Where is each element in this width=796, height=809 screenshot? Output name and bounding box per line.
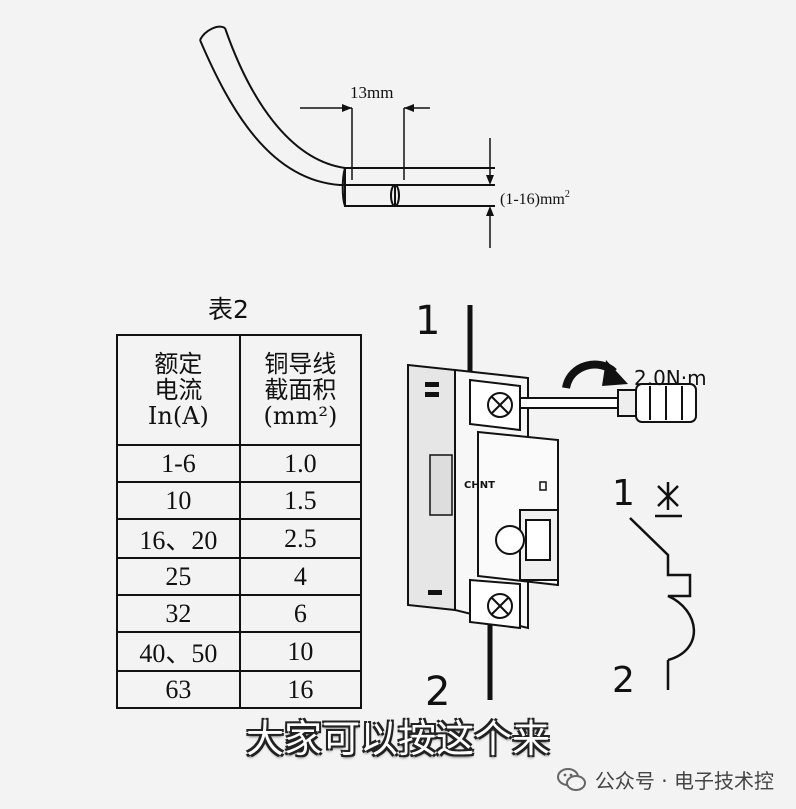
cell-current: 1-6 <box>116 444 241 483</box>
table-title: 表2 <box>208 295 249 324</box>
table-header-row: 额定 电流 In(A) 铜导线 截面积 (mm²) <box>116 334 363 446</box>
cell-section: 16 <box>238 670 363 709</box>
watermark: 公众号 · 电子技术控 <box>556 765 774 794</box>
cell-current: 63 <box>116 670 241 709</box>
conductor-size-table: 额定 电流 In(A) 铜导线 截面积 (mm²) 1-6 1.0 10 1.5… <box>116 334 363 709</box>
cell-current: 25 <box>116 557 241 596</box>
cell-current: 16、20 <box>116 518 241 559</box>
table-row: 25 4 <box>116 557 363 596</box>
wire-strip-diagram <box>199 25 495 248</box>
table-row: 32 6 <box>116 594 363 633</box>
cross-section-label: (1-16)mm2 <box>500 189 570 208</box>
cell-section: 1.0 <box>238 444 363 483</box>
strip-length-label: 13mm <box>350 83 393 102</box>
switch-symbol-diagram <box>629 482 696 690</box>
circuit-breaker <box>407 305 559 700</box>
wechat-icon <box>556 767 586 791</box>
torque-label: 2.0N·m <box>634 366 707 390</box>
header-rated-current: 额定 电流 In(A) <box>116 334 241 446</box>
table-row: 10 1.5 <box>116 481 363 520</box>
cell-section: 2.5 <box>238 518 363 559</box>
dimension-arrows <box>342 104 494 216</box>
table-row: 1-6 1.0 <box>116 444 363 483</box>
cell-current: 10 <box>116 481 241 520</box>
video-subtitle: 大家可以按这个来 <box>245 717 550 761</box>
table-row: 40、50 10 <box>116 631 363 672</box>
symbol-terminal-top: 1 <box>612 473 635 514</box>
header-copper-section: 铜导线 截面积 (mm²) <box>238 334 363 446</box>
cell-current: 40、50 <box>116 631 241 672</box>
cell-section: 10 <box>238 631 363 672</box>
cell-section: 6 <box>238 594 363 633</box>
screwdriver <box>519 383 697 423</box>
rotation-arrow-icon <box>562 360 628 390</box>
table-row: 63 16 <box>116 670 363 709</box>
table-row: 16、20 2.5 <box>116 518 363 559</box>
cell-current: 32 <box>116 594 241 633</box>
cell-section: 4 <box>238 557 363 596</box>
breaker-brand-label: CHNT <box>464 480 495 491</box>
symbol-terminal-bottom: 2 <box>612 660 635 701</box>
breaker-terminal-top: 1 <box>415 298 440 344</box>
cell-section: 1.5 <box>238 481 363 520</box>
breaker-terminal-bottom: 2 <box>425 669 450 715</box>
watermark-text: 公众号 · 电子技术控 <box>594 769 774 793</box>
